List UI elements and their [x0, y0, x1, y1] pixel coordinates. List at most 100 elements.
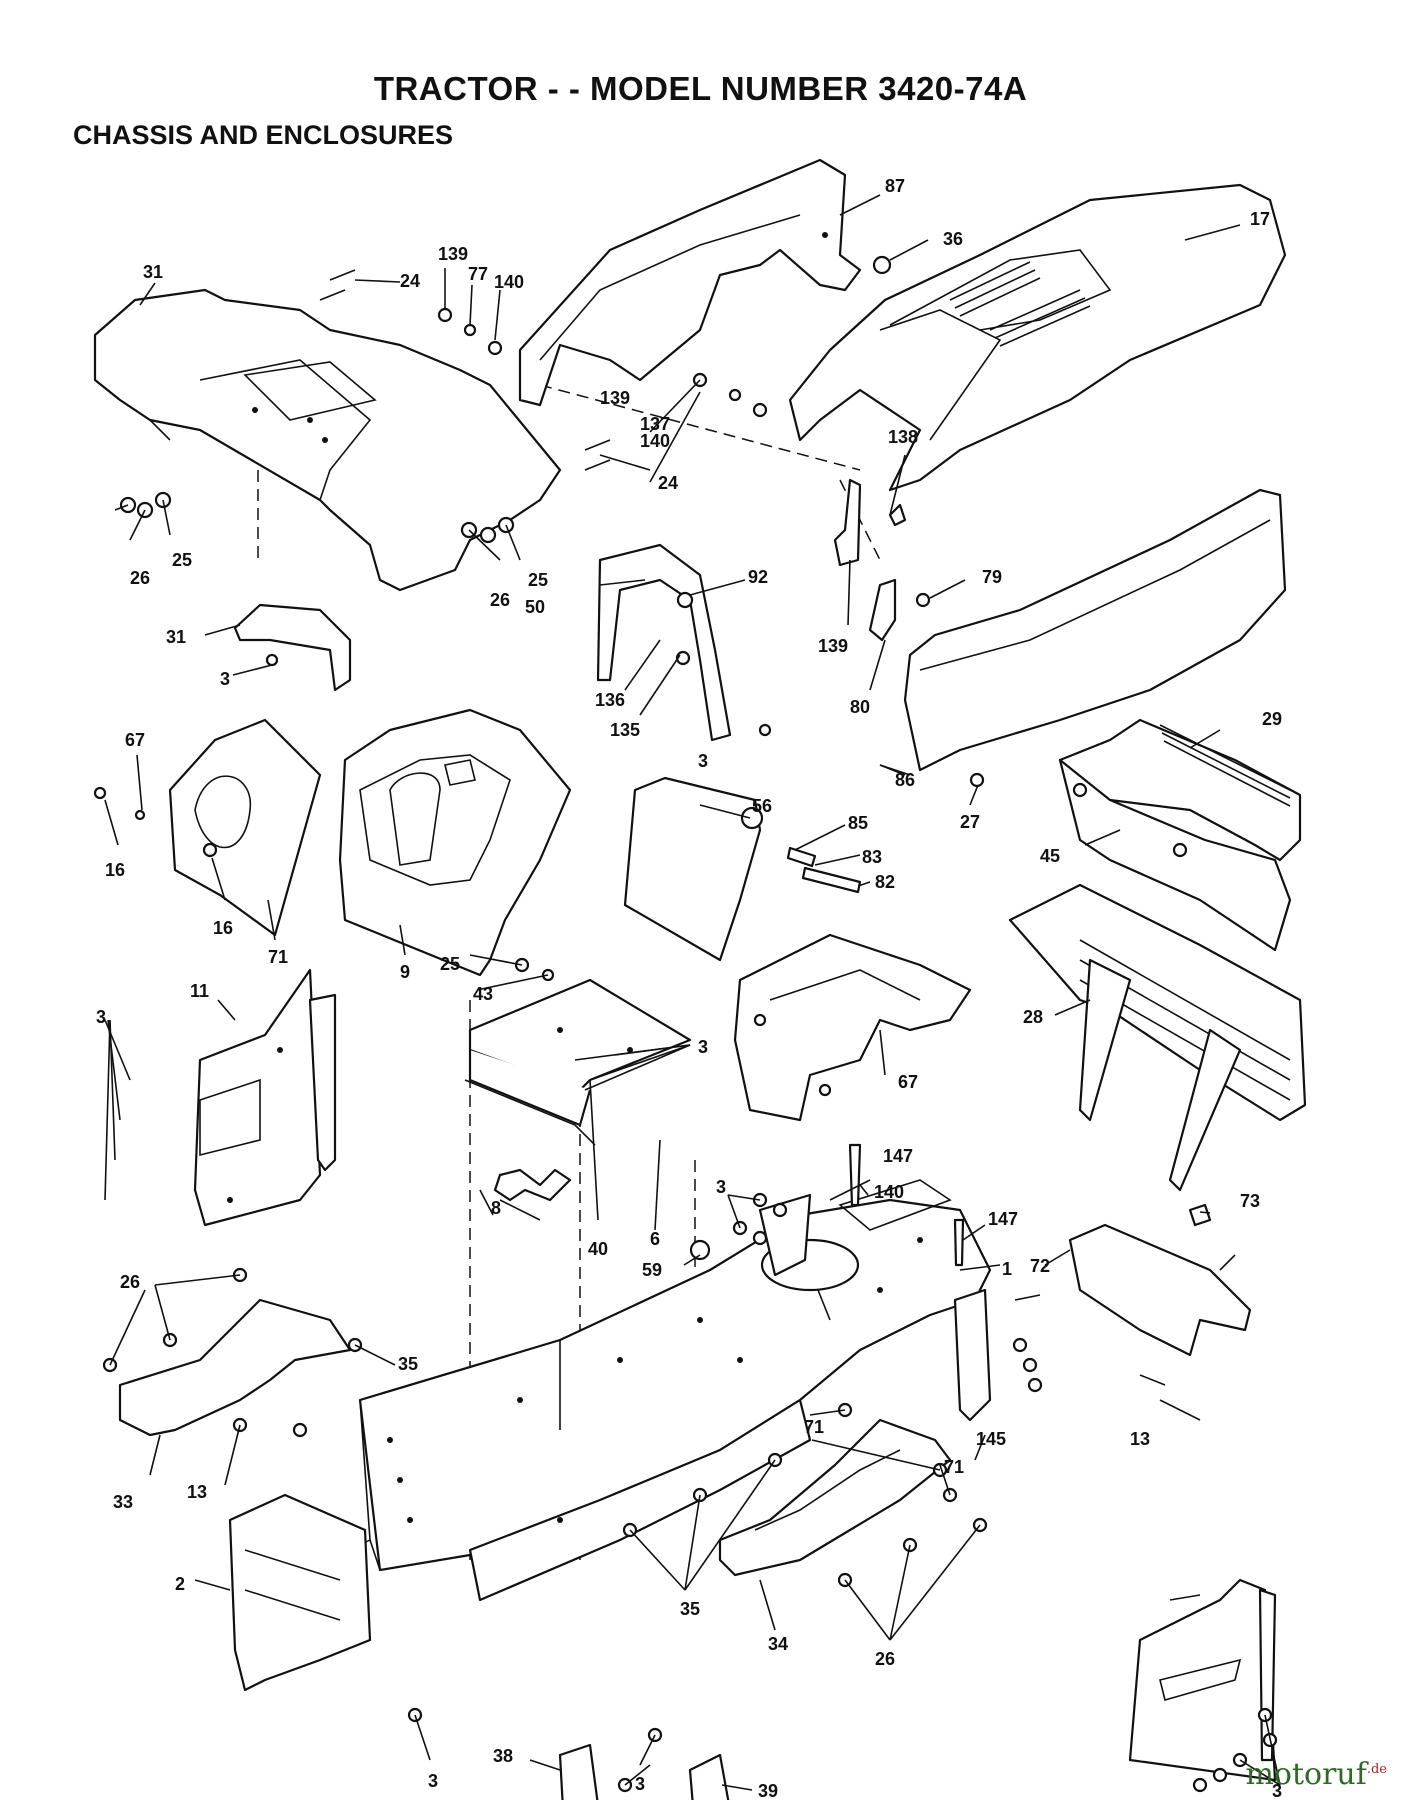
part-label-40: 40 [588, 1239, 608, 1259]
part-label-10: 13 [187, 1482, 207, 1502]
rear-fender [93, 288, 562, 592]
part-label-3e: 3 [716, 1177, 726, 1197]
part-label-77: 77 [468, 264, 488, 284]
part-label-59: 59 [642, 1260, 662, 1280]
part-label-25: 25 [172, 550, 192, 570]
part-label-6: 6 [650, 1229, 660, 1249]
part-label-147b: 147 [988, 1209, 1018, 1229]
part-label-145: 145 [976, 1429, 1006, 1449]
part-label-91: 135 [610, 720, 640, 740]
part-label-3f: 3 [428, 1771, 438, 1791]
part-label-38: 38 [493, 1746, 513, 1766]
part-label-2: 2 [175, 1574, 185, 1594]
part-label-33: 33 [113, 1492, 133, 1512]
part-label-82: 82 [875, 872, 895, 892]
frame-holes [387, 1237, 923, 1523]
dash-panel [518, 158, 862, 407]
part-label-135: 137 [640, 414, 670, 434]
part-label-26b: 26 [490, 590, 510, 610]
fender-bracket [233, 603, 352, 692]
front-bracket [623, 776, 862, 962]
part-label-140: 140 [874, 1182, 904, 1202]
part-label-90: 92 [748, 567, 768, 587]
part-label-16: 16 [213, 918, 233, 938]
part-label-73: 73 [1240, 1191, 1260, 1211]
part-label-30: 31 [143, 262, 163, 282]
part-label-17: 17 [1250, 209, 1270, 229]
part-label-80: 80 [850, 697, 870, 717]
grille [1058, 718, 1302, 952]
part-label-3d: 3 [698, 1037, 708, 1057]
part-label-1: 1 [1002, 1259, 1012, 1279]
hood-vents [949, 261, 1091, 347]
part-label-25c: 25 [440, 954, 460, 974]
part-label-85: 85 [848, 813, 868, 833]
part-label-56: 56 [752, 796, 772, 816]
steering-bracket [953, 1288, 992, 1422]
part-label-3a: 3 [220, 669, 230, 689]
part-label-43: 43 [473, 984, 493, 1004]
part-label-24: 24 [400, 271, 420, 291]
part-label-34: 34 [768, 1634, 788, 1654]
part-label-35: 35 [398, 1354, 418, 1374]
front-axle-bracket [1068, 1203, 1252, 1357]
part-label-138: 140 [494, 272, 524, 292]
rear-plate [118, 1298, 352, 1437]
part-label-27: 27 [960, 812, 980, 832]
part-label-45: 45 [1040, 846, 1060, 866]
part-label-11: 11 [190, 981, 209, 1001]
watermark-logo: motoruf.de [1245, 1757, 1387, 1792]
part-label-92: 136 [595, 690, 625, 710]
part-label-67: 67 [125, 730, 145, 750]
grille-side-panel [903, 488, 1287, 772]
part-label-79: 79 [982, 567, 1002, 587]
hardware [93, 255, 1278, 1793]
part-label-137: 139 [438, 244, 468, 264]
watermark-suffix: .de [1366, 1762, 1387, 1777]
part-label-26: 26 [130, 568, 150, 588]
battery-tray [464, 978, 692, 1146]
part-label-147: 147 [883, 1146, 913, 1166]
pedal-brackets [558, 1743, 730, 1800]
part-label-3b: 3 [698, 751, 708, 771]
part-label-66: 71 [268, 947, 288, 967]
front-frame-bracket [1008, 883, 1307, 1192]
part-label-8: 8 [491, 1198, 501, 1218]
watermark-text: motoruf [1245, 1757, 1367, 1792]
console [338, 708, 572, 977]
part-label-71: 71 [804, 1417, 824, 1437]
part-label-28: 28 [1023, 1007, 1043, 1027]
part-label-13: 13 [1130, 1429, 1150, 1449]
hood [788, 183, 1287, 492]
right-side-panel [1128, 1578, 1277, 1782]
part-label-138b: 140 [640, 431, 670, 451]
part-label-83: 83 [862, 847, 882, 867]
engine-mount-plate [733, 933, 972, 1122]
part-labels: 31 24 139 77 140 87 36 17 139 137 140 13… [96, 176, 1282, 1800]
battery-hold-down [493, 1168, 572, 1202]
part-label-139: 139 [818, 636, 848, 656]
part-label-26d: 26 [875, 1649, 895, 1669]
part-label-136: 138 [888, 427, 918, 447]
part-label-31: 31 [166, 627, 186, 647]
section-title: CHASSIS AND ENCLOSURES [73, 120, 454, 150]
left-side-panel [193, 968, 337, 1227]
part-label-137b: 139 [600, 388, 630, 408]
rear-hitch-plate [228, 1493, 372, 1692]
part-label-26c: 26 [120, 1272, 140, 1292]
part-label-3h: 3 [1272, 1781, 1282, 1800]
part-label-87: 87 [885, 176, 905, 196]
part-label-39: 39 [758, 1781, 778, 1800]
part-label-9: 9 [400, 962, 410, 982]
part-label-35b: 35 [680, 1599, 700, 1619]
part-label-86: 86 [895, 770, 915, 790]
part-label-64: 67 [898, 1072, 918, 1092]
part-label-50: 50 [525, 597, 545, 617]
steering-support [596, 543, 732, 742]
part-label-3c: 3 [96, 1007, 106, 1027]
part-label-3g: 3 [635, 1774, 645, 1794]
hood-bracket [833, 478, 931, 642]
leader-lines [104, 194, 1281, 1791]
part-label-15: 16 [105, 860, 125, 880]
